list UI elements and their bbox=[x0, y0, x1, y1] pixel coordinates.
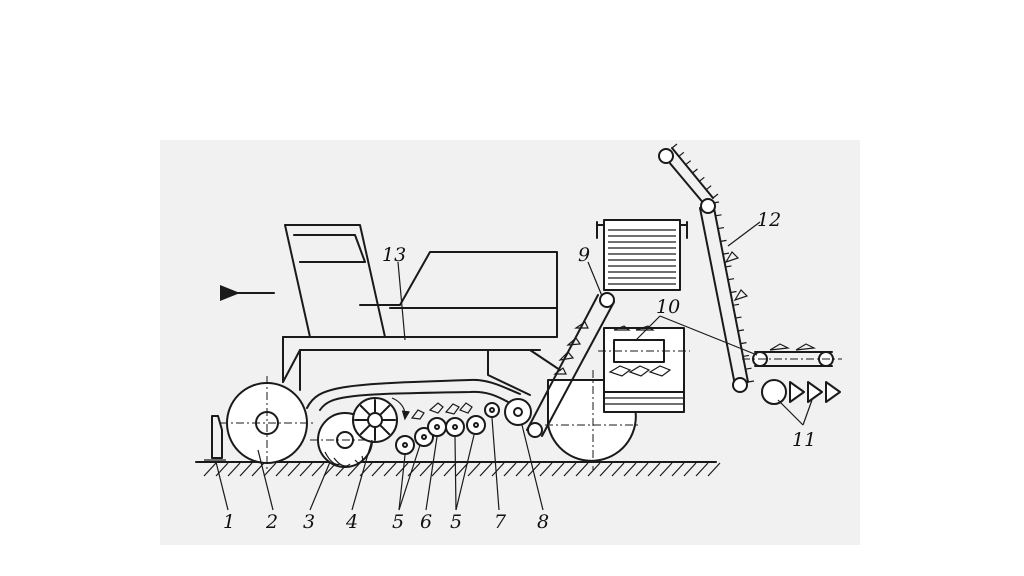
ground-line bbox=[195, 461, 721, 477]
part-13-frame bbox=[282, 224, 561, 411]
part-12-boom-conveyor bbox=[658, 143, 755, 393]
part-1-depth-shoe bbox=[204, 415, 226, 461]
part-4-rotor bbox=[352, 397, 411, 443]
part-8-roller bbox=[504, 398, 532, 426]
label-11: 11 bbox=[792, 429, 816, 451]
upper-hopper-grille bbox=[596, 219, 688, 291]
label-12: 12 bbox=[757, 209, 781, 231]
label-4: 4 bbox=[345, 511, 358, 533]
part-10-sorting-box bbox=[598, 325, 690, 413]
label-1: 1 bbox=[223, 511, 235, 533]
figure-panel bbox=[160, 140, 860, 545]
part-9-elevator bbox=[526, 292, 615, 438]
label-10: 10 bbox=[656, 296, 680, 318]
part-11-side-conveyor bbox=[742, 343, 842, 405]
cleaning-rollers bbox=[395, 402, 500, 455]
label-5-right: 5 bbox=[450, 511, 462, 533]
label-13: 13 bbox=[382, 244, 406, 266]
label-7: 7 bbox=[494, 511, 507, 533]
label-8: 8 bbox=[537, 511, 549, 533]
label-9: 9 bbox=[578, 244, 590, 266]
label-5-left: 5 bbox=[392, 511, 404, 533]
label-2: 2 bbox=[265, 511, 278, 533]
label-6: 6 bbox=[420, 511, 432, 533]
part-2-front-wheel bbox=[220, 376, 314, 470]
label-3: 3 bbox=[303, 511, 315, 533]
leader-lines bbox=[215, 221, 813, 511]
